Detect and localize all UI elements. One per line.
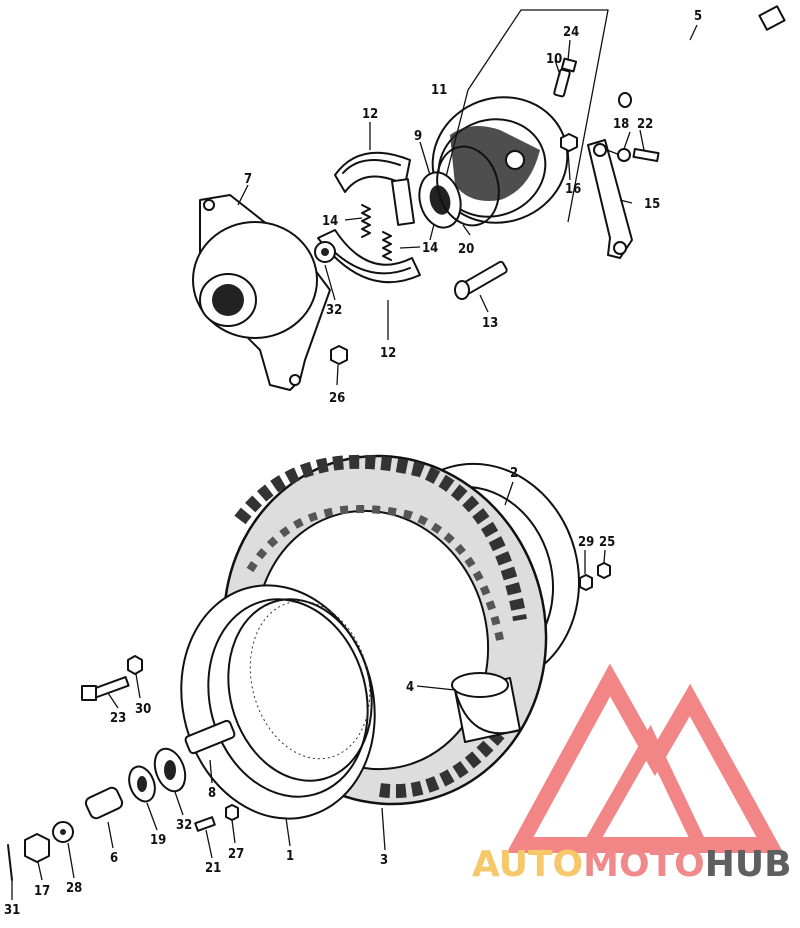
part-label-28: 28 bbox=[66, 881, 82, 896]
watermark-text: AUTOMOTOHUB bbox=[472, 844, 792, 885]
part-label-31: 31 bbox=[4, 903, 20, 918]
part-label-21: 21 bbox=[205, 861, 221, 876]
axle-drawing bbox=[618, 5, 786, 108]
watermark-logo-icon bbox=[506, 663, 784, 853]
part-label-27: 27 bbox=[228, 847, 244, 862]
part-label-8: 8 bbox=[208, 786, 216, 801]
part-label-15: 15 bbox=[644, 197, 660, 212]
fasteners-bottom-drawing bbox=[7, 562, 611, 881]
svg-text:AUTOMOTOHUB: AUTOMOTOHUB bbox=[472, 844, 792, 885]
fasteners-top-drawing bbox=[330, 57, 660, 365]
part-label-16: 16 bbox=[565, 182, 581, 197]
part-label-14-left: 14 bbox=[322, 214, 338, 229]
part-label-6: 6 bbox=[110, 851, 118, 866]
part-label-19: 19 bbox=[150, 833, 166, 848]
watermark-auto: AUTO bbox=[472, 844, 583, 885]
part-label-23: 23 bbox=[110, 711, 126, 726]
part-label-20: 20 bbox=[458, 242, 474, 257]
valve-drawing bbox=[451, 672, 521, 743]
part-label-32-top: 32 bbox=[326, 303, 342, 318]
seal-drawing bbox=[418, 145, 500, 229]
brake-panel-drawing bbox=[431, 96, 569, 224]
watermark-moto: MOTO bbox=[583, 844, 705, 885]
part-labels: 24 10 5 11 12 9 18 22 7 16 15 14 14 20 3… bbox=[4, 9, 702, 918]
part-label-13: 13 bbox=[482, 316, 498, 331]
leader-lines-bottom bbox=[11, 481, 606, 900]
part-label-1: 1 bbox=[286, 849, 294, 864]
part-label-10: 10 bbox=[546, 52, 562, 67]
rim-inner-drawing bbox=[180, 584, 376, 820]
part-label-25: 25 bbox=[599, 535, 615, 550]
part-label-3: 3 bbox=[380, 853, 388, 868]
part-label-29: 29 bbox=[578, 535, 594, 550]
part-label-17: 17 bbox=[34, 884, 50, 899]
part-label-7: 7 bbox=[244, 172, 252, 187]
spring-drawing bbox=[361, 204, 392, 261]
part-label-12-top: 12 bbox=[362, 107, 378, 122]
part-label-5: 5 bbox=[694, 9, 702, 24]
brake-shoe-lower-drawing bbox=[314, 229, 421, 284]
part-label-9: 9 bbox=[414, 129, 422, 144]
hub-drawing bbox=[192, 194, 331, 391]
part-label-4: 4 bbox=[406, 680, 414, 695]
part-label-18: 18 bbox=[613, 117, 629, 132]
part-label-11: 11 bbox=[431, 83, 447, 98]
leader-lines-top bbox=[237, 24, 698, 386]
part-label-22: 22 bbox=[637, 117, 653, 132]
part-label-14-right: 14 bbox=[422, 241, 438, 256]
part-label-2: 2 bbox=[510, 466, 518, 481]
watermark-hub: HUB bbox=[705, 844, 792, 885]
part-label-24: 24 bbox=[563, 25, 579, 40]
part-label-30: 30 bbox=[135, 702, 151, 717]
part-label-12-bottom: 12 bbox=[380, 346, 396, 361]
brake-arm-drawing bbox=[587, 139, 633, 259]
part-label-32-bottom: 32 bbox=[176, 818, 192, 833]
part-label-26: 26 bbox=[329, 391, 345, 406]
brake-shoe-upper-drawing bbox=[334, 151, 415, 226]
